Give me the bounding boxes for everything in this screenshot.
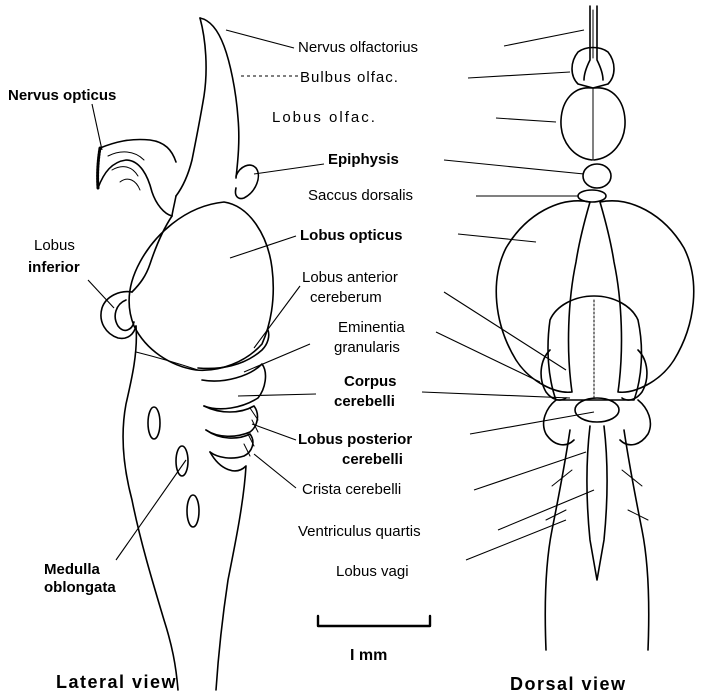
- leader-eminentia-left: [244, 344, 310, 372]
- lateral-medulla-lip: [136, 352, 198, 370]
- label-lobus-inferior-1: Lobus: [34, 237, 75, 254]
- lateral-cerebellum-fold-2: [202, 364, 265, 409]
- label-lobus-anterior-1: Lobus anterior: [302, 269, 398, 286]
- dorsal-corpus-cerebelli: [548, 296, 641, 400]
- dorsal-olfactory-nerve-right: [597, 6, 603, 80]
- label-epiphysis: Epiphysis: [328, 151, 399, 168]
- leader-lobus-posterior-left: [252, 424, 296, 440]
- scale-bar-line: [318, 616, 430, 626]
- label-lobus-posterior-1: Lobus posterior: [298, 431, 412, 448]
- label-lobus-anterior-2: cereberum: [310, 289, 382, 306]
- leader-lobus-opticus-left: [230, 236, 296, 258]
- label-lobus-olfac: Lobus olfac.: [272, 109, 377, 126]
- dorsal-ventriculus-quartis: [587, 426, 607, 580]
- label-corpus-1: Corpus: [344, 373, 397, 390]
- label-lobus-posterior-2: cerebelli: [342, 451, 403, 468]
- label-lobus-vagi: Lobus vagi: [336, 563, 409, 580]
- scale-bar: I mm: [318, 616, 430, 664]
- leader-lobus-inferior: [88, 280, 114, 308]
- leader-lobus-opticus-right: [458, 234, 536, 242]
- lateral-cerebellum-fold-3: [204, 406, 257, 436]
- leader-lobus-posterior-right: [470, 412, 594, 434]
- labels: Nervus opticus Lobus inferior Medulla ob…: [8, 39, 421, 596]
- lateral-optic-nerve-lower: [98, 160, 172, 216]
- lateral-view-drawing: [98, 18, 274, 690]
- lateral-lobus-opticus: [129, 202, 273, 370]
- leader-nervus-opticus: [92, 104, 102, 150]
- label-corpus-2: cerebelli: [334, 393, 395, 410]
- leader-epiphysis-left: [254, 164, 324, 174]
- label-saccus-dorsalis: Saccus dorsalis: [308, 187, 413, 204]
- label-nervus-olfactorius: Nervus olfactorius: [298, 39, 418, 56]
- label-medulla-1: Medulla: [44, 561, 100, 578]
- label-medulla-2: oblongata: [44, 579, 116, 596]
- label-crista-cerebelli: Crista cerebelli: [302, 481, 401, 498]
- lateral-nerve-root-3: [187, 495, 199, 527]
- caption-dorsal-view: Dorsal view: [510, 674, 627, 693]
- dorsal-medulla-right: [624, 430, 649, 650]
- label-nervus-opticus: Nervus opticus: [8, 87, 116, 104]
- leader-epiphysis-right: [444, 160, 584, 174]
- scale-bar-label: I mm: [350, 647, 387, 664]
- lateral-medulla-back: [210, 452, 246, 690]
- leader-ventriculus: [498, 490, 594, 530]
- leader-lobus-anterior-right: [444, 292, 566, 370]
- dorsal-lobus-opticus-right: [600, 201, 694, 392]
- label-eminentia-1: Eminentia: [338, 319, 405, 336]
- captions: Lateral view Dorsal view: [56, 672, 627, 693]
- lateral-medulla-front: [123, 326, 178, 690]
- leader-nervus-olfactorius-left: [226, 30, 294, 48]
- dorsal-lobus-olfac-left: [561, 88, 592, 160]
- label-lobus-opticus: Lobus opticus: [300, 227, 403, 244]
- leader-bulbus-right: [468, 72, 570, 78]
- dorsal-lobus-posterior: [575, 398, 619, 422]
- lateral-optic-nerve: [100, 139, 176, 162]
- dorsal-lobus-olfac-right: [594, 88, 625, 160]
- lateral-nerve-root-1: [148, 407, 160, 439]
- dorsal-medulla-left: [545, 430, 570, 650]
- lateral-optic-nerve-fibres: [108, 152, 144, 190]
- leader-eminentia-right: [436, 332, 540, 382]
- dorsal-view-drawing: [496, 6, 693, 650]
- lateral-cerebellum-fold-1: [198, 330, 269, 368]
- leader-nervus-olfactorius-right: [504, 30, 584, 46]
- label-ventriculus-quartis: Ventriculus quartis: [298, 523, 421, 540]
- caption-lateral-view: Lateral view: [56, 672, 177, 692]
- dorsal-epiphysis: [583, 164, 611, 188]
- leader-lobus-olfac-right: [496, 118, 556, 122]
- lateral-olfactory-stalk: [200, 18, 239, 178]
- leader-corpus-left: [238, 394, 316, 396]
- leader-crista-left: [254, 454, 296, 488]
- leader-lobus-anterior-left: [254, 286, 300, 348]
- leader-crista-right: [474, 452, 586, 490]
- lateral-epiphysis: [235, 165, 258, 198]
- lateral-dorsal-outline: [132, 196, 176, 292]
- lateral-olfactory-stalk-front: [176, 18, 206, 196]
- label-lobus-inferior-2: inferior: [28, 259, 80, 276]
- label-eminentia-2: granularis: [334, 339, 400, 356]
- label-bulbus-olfac: Bulbus olfac.: [300, 69, 399, 86]
- dorsal-olfactory-nerve-left: [584, 6, 590, 80]
